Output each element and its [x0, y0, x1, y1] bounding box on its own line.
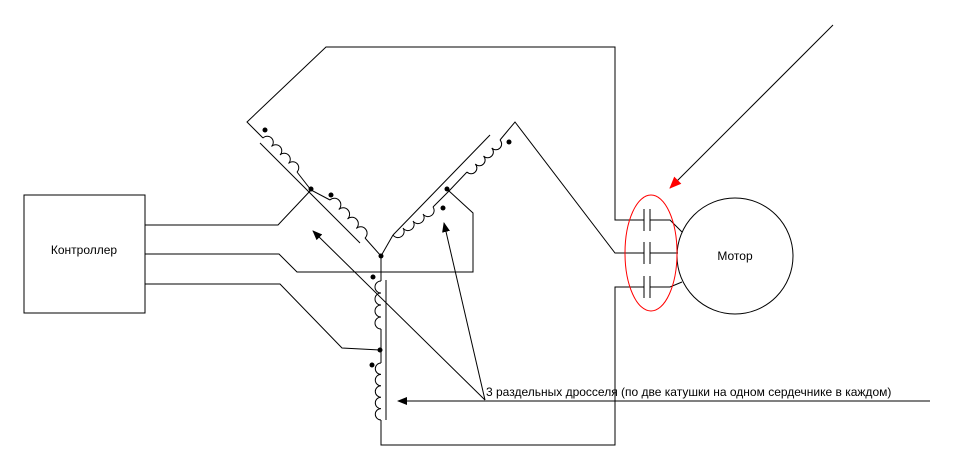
- coil-upper-right-2: [466, 139, 503, 175]
- choke-coils: [262, 135, 503, 421]
- wire-right-link: [432, 171, 468, 208]
- wire-bottom-frame: [380, 286, 644, 446]
- motor-label: Мотор: [717, 249, 753, 263]
- coil-lower-1: [374, 280, 382, 330]
- highlight-arrow: [669, 24, 834, 189]
- coil-upper-left-2: [329, 197, 368, 239]
- annotation-label: 3 раздельных дросселя (по две катушки на…: [486, 385, 891, 399]
- coil-upper-right-1: [392, 206, 435, 239]
- wire-upper-left-to-center: [364, 237, 382, 257]
- core-upper-left: [259, 142, 361, 244]
- wire-middle-frame: [499, 121, 644, 254]
- wire-phase-c: [145, 283, 381, 351]
- wire-phase-a: [145, 189, 312, 226]
- highlight-ellipse: [624, 194, 678, 312]
- wire-top-frame: [246, 46, 644, 221]
- controller-label: Контроллер: [51, 243, 118, 257]
- annotation-arrow-upper-left: [312, 230, 486, 401]
- controller-block: Контроллер: [23, 194, 146, 314]
- coil-upper-left-1: [262, 135, 300, 173]
- wire-phase-b: [145, 190, 474, 273]
- motor: Мотор: [676, 197, 794, 315]
- coil-lower-2: [374, 362, 382, 421]
- winding-dots: [262, 127, 512, 368]
- annotation-arrow-upper-right: [442, 222, 486, 401]
- wire-center-to-right: [380, 234, 394, 257]
- core-upper-right: [392, 134, 491, 236]
- capacitors: [643, 209, 683, 298]
